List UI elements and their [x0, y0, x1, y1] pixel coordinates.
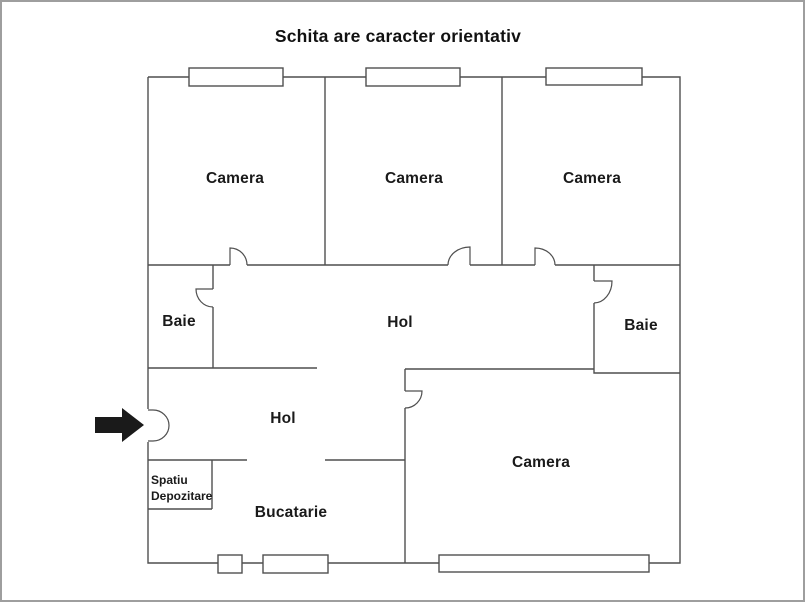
- inner-walls: [148, 77, 680, 563]
- outer-walls: [147, 76, 681, 564]
- room-labels: Camera Camera Camera Baie Hol Baie Hol C…: [151, 170, 658, 521]
- window-camera-top-left: [188, 67, 284, 87]
- room-label-camera-top-left: Camera: [206, 170, 264, 187]
- room-label-baie-right: Baie: [624, 317, 658, 334]
- door-baie-left: [195, 288, 214, 308]
- windows: [188, 67, 650, 574]
- window-camera-bottom: [438, 554, 650, 573]
- room-label-kitchen: Bucatarie: [255, 504, 328, 521]
- room-label-camera-top-middle: Camera: [385, 170, 443, 187]
- window-camera-top-right: [545, 67, 643, 86]
- room-label-storage-line1: Spatiu: [151, 473, 188, 487]
- page-title: Schita are caracter orientativ: [275, 26, 521, 46]
- door-camera-top-left: [229, 247, 248, 266]
- entrance-arrow-icon: [95, 408, 144, 442]
- window-kitchen-small: [217, 554, 243, 574]
- walls: [147, 76, 681, 564]
- window-kitchen-large: [262, 554, 329, 574]
- room-label-camera-bottom: Camera: [512, 454, 570, 471]
- door-camera-bottom: [404, 390, 423, 409]
- door-camera-top-right: [534, 247, 556, 266]
- door-camera-top-middle: [447, 246, 471, 266]
- window-camera-top-middle: [365, 67, 461, 87]
- doors: [148, 246, 613, 442]
- room-label-baie-left: Baie: [162, 313, 196, 330]
- door-entrance: [148, 409, 170, 442]
- room-label-camera-top-right: Camera: [563, 170, 621, 187]
- room-label-hol-upper: Hol: [387, 314, 413, 331]
- room-label-storage-line2: Depozitare: [151, 489, 213, 503]
- door-baie-right: [593, 280, 613, 304]
- room-label-hol-lower: Hol: [270, 410, 296, 427]
